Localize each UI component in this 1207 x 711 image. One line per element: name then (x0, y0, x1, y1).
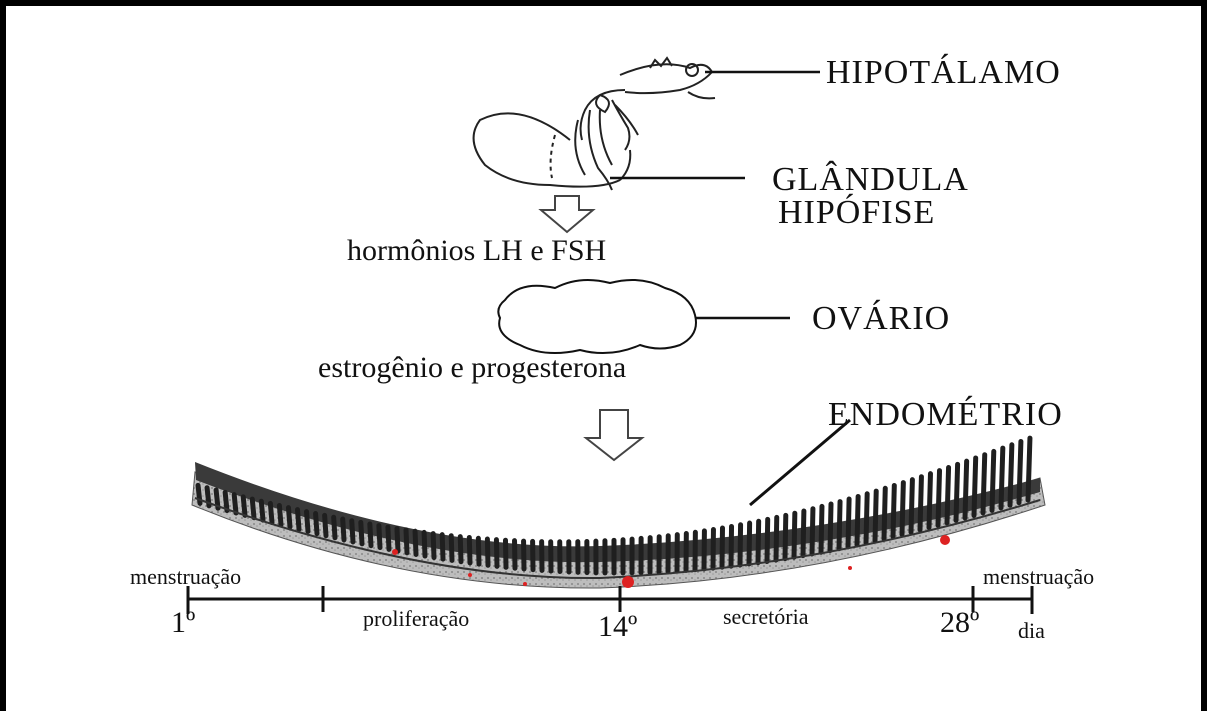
glandula-label: GLÂNDULA (772, 163, 969, 197)
endometrial-gland (857, 496, 858, 544)
endometrial-gland (1001, 448, 1003, 508)
endometrial-gland (974, 458, 976, 516)
endometrial-gland (415, 531, 416, 554)
endometrial-gland (451, 536, 452, 561)
arrow-down-2 (586, 410, 642, 460)
hormonios-lh-fsh-label: hormônios LH e FSH (347, 236, 606, 266)
endometrial-gland (316, 514, 317, 534)
endometrial-gland (758, 521, 759, 562)
day-28-label: 28º (940, 608, 979, 638)
endometrial-gland (460, 537, 461, 562)
endometrial-gland (270, 503, 272, 522)
endometrial-gland (361, 522, 362, 543)
endometrial-gland (243, 497, 245, 515)
endometrial-gland (740, 525, 741, 565)
endometrial-gland (866, 494, 867, 543)
endometrial-gland (983, 455, 985, 513)
endometrial-gland (1028, 438, 1030, 500)
endometrial-gland (334, 517, 335, 538)
endometrial-gland (279, 506, 281, 525)
endometrial-gland (839, 502, 840, 549)
endometrial-gland (307, 512, 308, 532)
endometrial-gland (442, 535, 443, 559)
endometrial-gland (478, 538, 479, 564)
endometrial-gland (893, 485, 894, 536)
endometrial-gland (821, 506, 822, 552)
secretoria-label: secretória (723, 606, 809, 628)
day-14-label: 14º (598, 612, 637, 642)
endometrial-gland (234, 495, 236, 513)
proliferacao-label: proliferação (363, 608, 469, 630)
endometrium-band (192, 438, 1045, 588)
menstruacao-start-label: menstruação (130, 566, 241, 588)
endometrial-gland (965, 461, 967, 518)
endometrial-gland (469, 538, 470, 563)
ovary-shape (498, 280, 696, 353)
endometrial-gland (325, 515, 326, 535)
endometrial-gland (938, 471, 940, 526)
pituitary-sketch (474, 58, 715, 190)
endometrial-gland (749, 523, 750, 564)
hipofise-label: HIPÓFISE (778, 196, 935, 230)
endometrial-gland (776, 517, 777, 560)
endometrial-gland (947, 468, 949, 523)
hipotalamo-label: HIPOTÁLAMO (826, 56, 1061, 90)
endometrial-gland (992, 451, 994, 510)
endometrial-gland (261, 501, 263, 520)
endometrial-gland (252, 499, 254, 518)
estrogenio-progesterona-label: estrogênio e progesterona (318, 353, 626, 383)
endometrial-gland (487, 539, 488, 565)
endometrial-gland (406, 530, 407, 553)
endometrial-gland (1019, 441, 1021, 502)
endometrial-gland (902, 483, 903, 535)
endometrial-gland (956, 464, 958, 520)
endometrial-gland (929, 474, 930, 528)
endometrial-gland (884, 488, 885, 538)
endometrial-gland (875, 491, 876, 541)
endometrial-gland (370, 524, 371, 546)
endometrial-gland (731, 526, 732, 566)
endometrial-gland (433, 534, 434, 558)
endometrial-gland (767, 519, 768, 561)
endometrial-gland (379, 526, 380, 548)
endometrial-gland (812, 509, 813, 554)
endometrial-gland (1010, 445, 1012, 505)
endometrio-label: ENDOMÉTRIO (828, 398, 1063, 432)
endometrial-gland (343, 519, 344, 540)
endometrial-gland (848, 499, 849, 547)
dia-label: dia (1018, 620, 1045, 642)
endometrial-gland (830, 504, 831, 550)
endometrial-gland (288, 508, 290, 527)
endometrial-gland (785, 515, 786, 558)
endometrial-gland (505, 540, 506, 567)
endometrial-gland (388, 527, 389, 549)
endometrial-gland (794, 513, 795, 557)
endometrial-gland (920, 477, 921, 530)
endometrial-gland (911, 480, 912, 533)
endometrial-gland (352, 521, 353, 542)
ovario-label: OVÁRIO (812, 302, 950, 336)
day-1-label: 1º (171, 608, 195, 638)
endometrial-gland (803, 511, 804, 556)
endometrial-gland (397, 529, 398, 552)
menstruacao-end-label: menstruação (983, 566, 1094, 588)
endometrial-gland (297, 510, 299, 530)
endometrial-gland (496, 540, 497, 567)
arrow-down-1 (541, 196, 593, 232)
endometrial-gland (424, 532, 425, 556)
